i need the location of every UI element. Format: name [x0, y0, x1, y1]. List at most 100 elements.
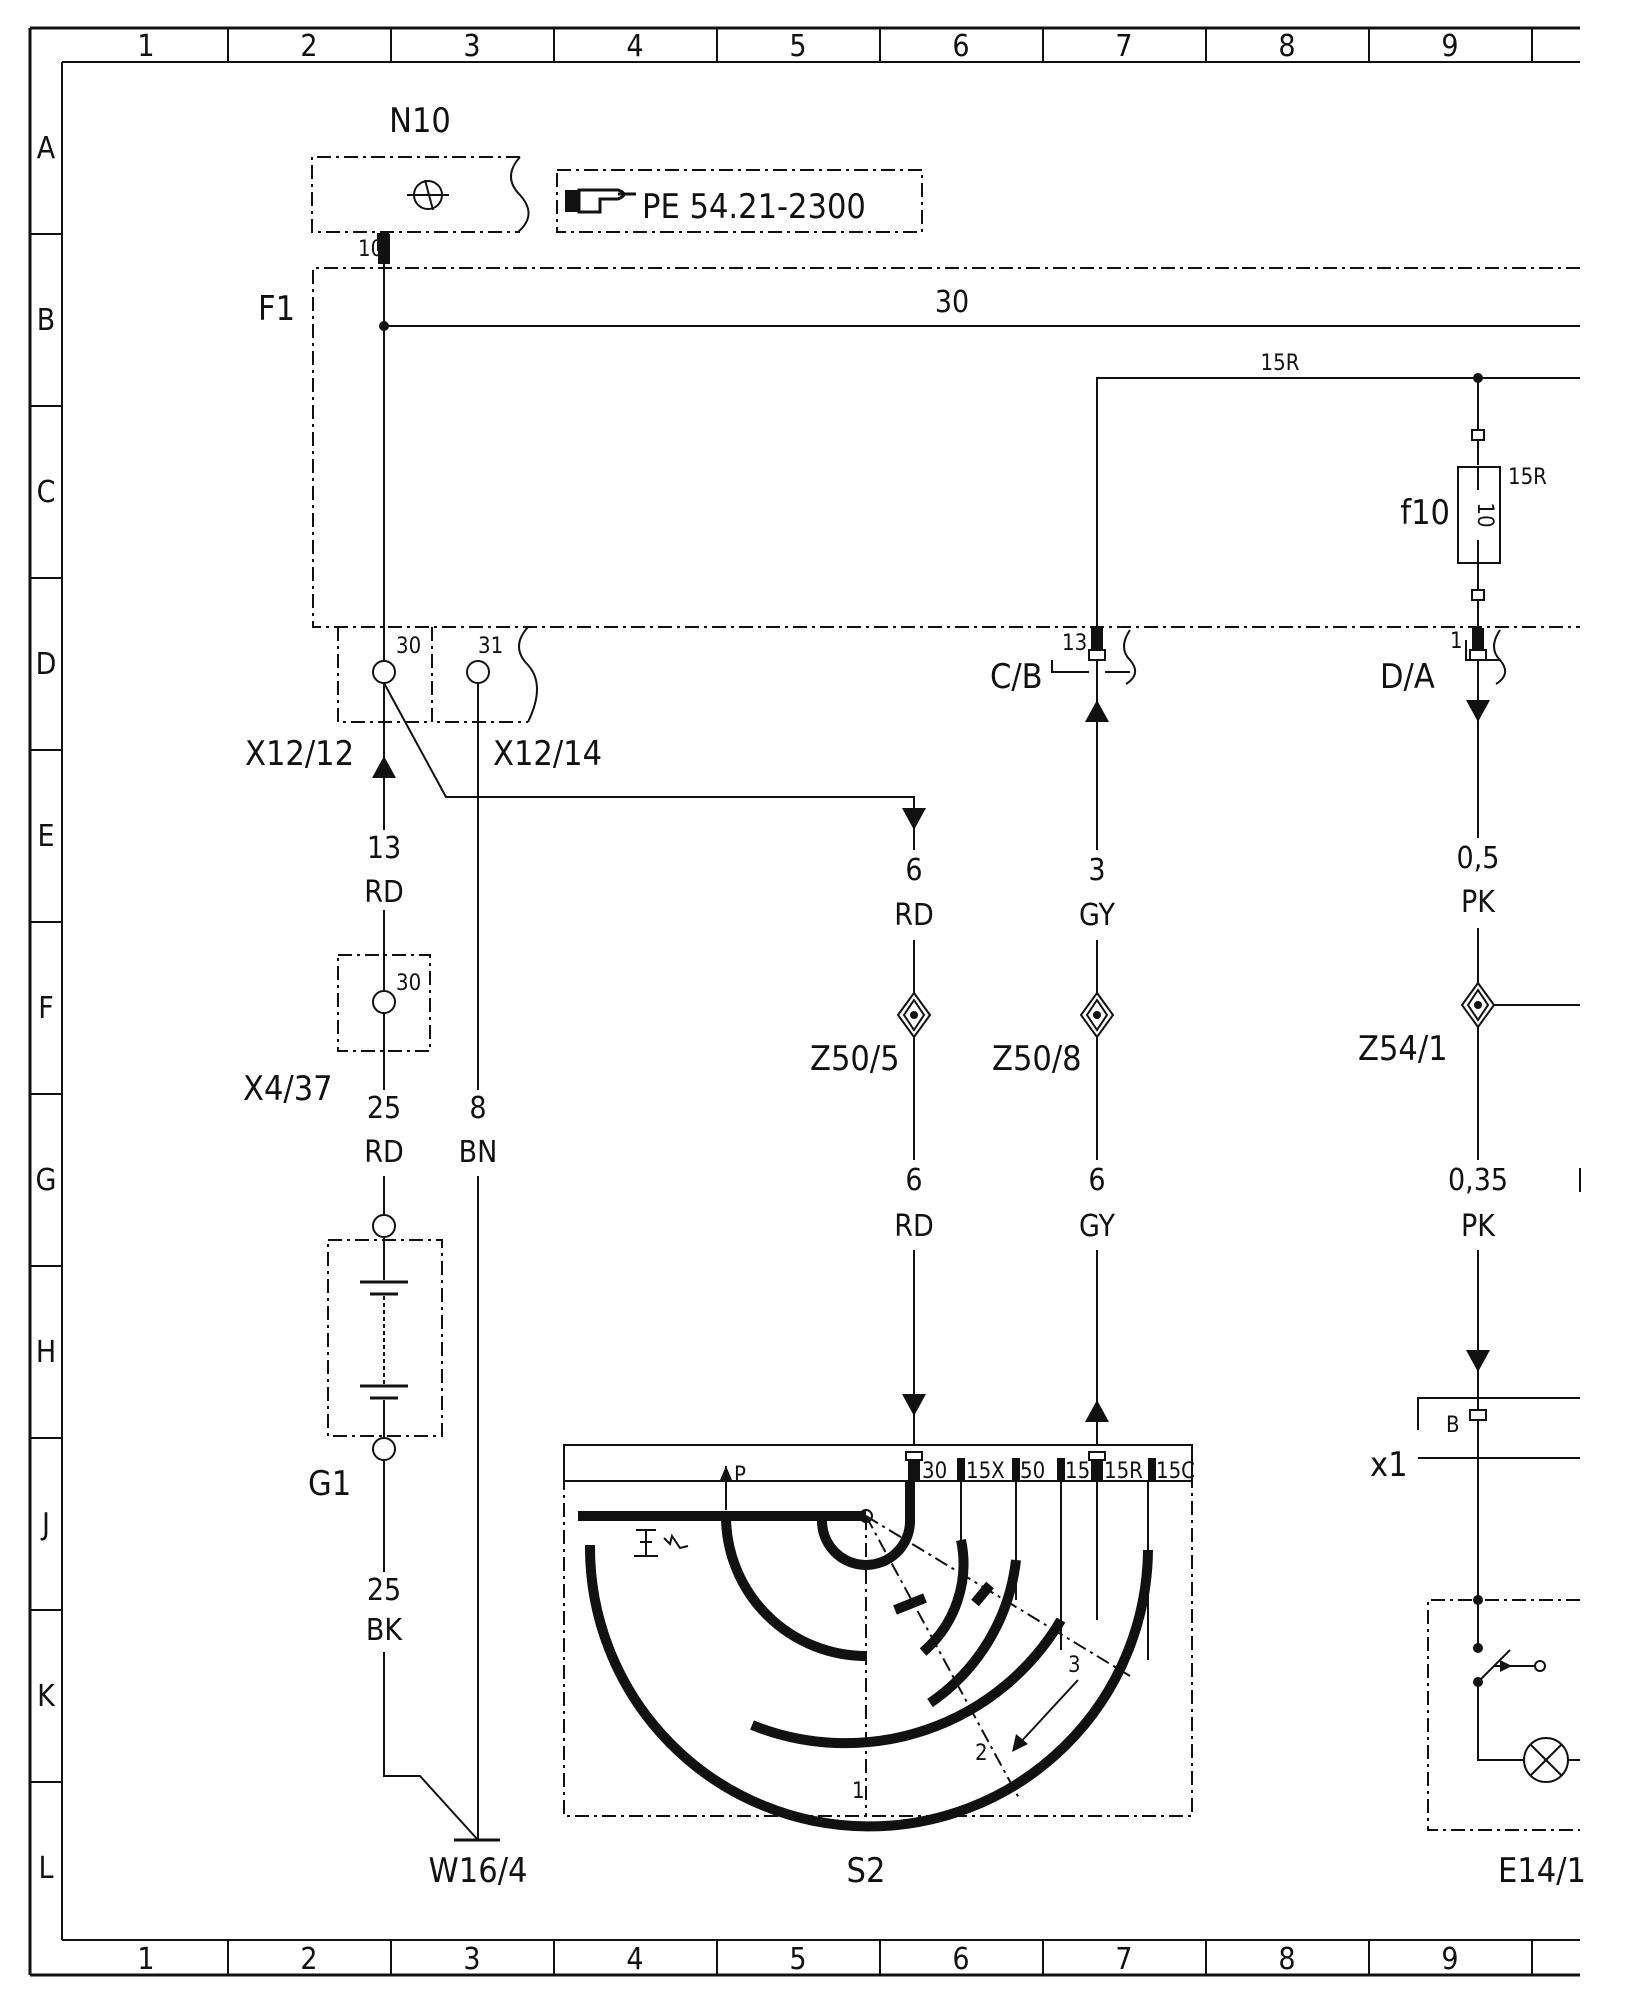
fuse-f10-tag: 15R — [1508, 465, 1547, 490]
col-label-4: 4 — [626, 29, 643, 64]
f1-label: F1 — [258, 289, 295, 329]
s2-terminal-30: 30 — [922, 1459, 947, 1484]
x12-pin-30: 30 — [396, 634, 421, 659]
grid-columns-bottom: 1 2 3 4 5 6 7 8 9 — [137, 1940, 1533, 1977]
wire-13-size-label: 13 — [367, 831, 401, 866]
pointing-hand-icon — [565, 188, 636, 214]
s2-ignition-switch: 30 15X 50 15 15R 15C P 1 2 3 — [563, 1444, 1195, 1891]
col-label-6-bottom: 6 — [952, 1942, 969, 1977]
x4-pin-30: 30 — [396, 971, 421, 996]
x4-37-connector: 30 X4/37 — [243, 954, 431, 1109]
fuse-f10-label: f10 — [1400, 493, 1450, 533]
col-label-9: 9 — [1441, 29, 1458, 64]
col-label-8-bottom: 8 — [1278, 1942, 1295, 1977]
x1-connector: B x1 — [1370, 1397, 1580, 1485]
x1-pin-b: B — [1446, 1413, 1460, 1438]
wire-3gy-size: 3 — [1088, 853, 1105, 888]
wire-05pk-size: 0,5 — [1457, 841, 1500, 876]
row-label-c: C — [37, 475, 56, 510]
da-label: D/A — [1380, 657, 1435, 697]
x12-14-label: X12/14 — [493, 734, 602, 774]
wire-x12-s2 — [383, 682, 915, 1445]
row-label-f: F — [38, 991, 54, 1026]
col-label-5: 5 — [789, 29, 806, 64]
z54-1-splice: Z54/1 — [1358, 981, 1580, 1069]
f1-fusebox: F1 30 15R 10 f10 15R — [258, 267, 1580, 644]
z54-1-label: Z54/1 — [1358, 1029, 1448, 1069]
wire-6rd-bot-color: RD — [894, 1209, 934, 1244]
da-pin-1: 1 — [1450, 629, 1463, 654]
grid-columns-top: 1 2 3 4 5 6 7 8 9 — [137, 28, 1533, 64]
col-label-3-bottom: 3 — [463, 1942, 480, 1977]
row-label-j: J — [40, 1507, 50, 1542]
row-label-b: B — [37, 303, 56, 338]
ground-w16-4: W16/4 — [429, 1838, 528, 1891]
row-label-g: G — [36, 1163, 57, 1198]
e14-1-lamp: E14/1 — [1427, 1595, 1586, 1891]
s2-position-2: 2 — [975, 1741, 988, 1766]
col-label-5-bottom: 5 — [789, 1942, 806, 1977]
bus-30-label: 30 — [935, 285, 969, 320]
wire-6rd-bot-size: 6 — [905, 1163, 922, 1198]
s2-position-3: 3 — [1068, 1653, 1081, 1678]
key-lock-icon — [634, 1529, 689, 1557]
s2-position-1: 1 — [852, 1779, 865, 1804]
wire-25bk-color: BK — [366, 1613, 404, 1648]
w16-4-label: W16/4 — [429, 1851, 528, 1891]
wire-6gy-color: GY — [1079, 1209, 1115, 1244]
bus-15r-label: 15R — [1261, 351, 1300, 376]
s2-terminal-15c: 15C — [1156, 1459, 1195, 1484]
x12-connector: 30 31 X12/12 X12/14 — [245, 626, 602, 774]
x4-37-label: X4/37 — [243, 1069, 333, 1109]
row-label-h: H — [36, 1335, 56, 1370]
col-label-4-bottom: 4 — [626, 1942, 643, 1977]
col-label-2: 2 — [300, 29, 317, 64]
wire-6rd-top-color: RD — [894, 898, 934, 933]
wire-035pk-size: 0,35 — [1448, 1163, 1508, 1198]
g1-battery: G1 — [308, 1214, 443, 1504]
col-label-1: 1 — [137, 29, 154, 64]
z50-5-label: Z50/5 — [810, 1039, 900, 1079]
row-label-e: E — [37, 819, 54, 854]
x12-pin-31: 31 — [478, 634, 503, 659]
col-label-8: 8 — [1278, 29, 1295, 64]
g1-label: G1 — [308, 1464, 351, 1504]
wire-05pk-color: PK — [1461, 885, 1496, 920]
col-label-7: 7 — [1115, 29, 1132, 64]
row-label-d: D — [36, 647, 57, 682]
wire-3gy-color: GY — [1079, 898, 1115, 933]
row-label-l: L — [38, 1851, 53, 1886]
z50-8-label: Z50/8 — [992, 1039, 1082, 1079]
bus-15r — [1096, 377, 1580, 644]
s2-p-label: P — [734, 1463, 746, 1488]
reference-text: PE 54.21-2300 — [642, 187, 866, 227]
n10-label: N10 — [389, 101, 451, 141]
row-label-a: A — [37, 131, 56, 166]
s2-terminal-15r: 15R — [1104, 1459, 1143, 1484]
wire-25bk-size: 25 — [367, 1573, 401, 1608]
reference-box: PE 54.21-2300 — [556, 169, 923, 233]
z50-5-splice: Z50/5 — [810, 991, 932, 1079]
wire-13-color-label: RD — [364, 875, 404, 910]
x1-label: x1 — [1370, 1445, 1408, 1485]
s2-terminal-15: 15 — [1065, 1459, 1090, 1484]
s2-label: S2 — [847, 1851, 886, 1891]
cb-pin-13: 13 — [1062, 631, 1087, 656]
col-label-7-bottom: 7 — [1115, 1942, 1132, 1977]
fuse-f10-value: 10 — [1472, 502, 1497, 527]
wire-8-color: BN — [459, 1135, 498, 1170]
col-label-1-bottom: 1 — [137, 1942, 154, 1977]
wire-8-size: 8 — [469, 1091, 486, 1126]
z50-8-splice: Z50/8 — [992, 991, 1115, 1079]
wire-6gy-size: 6 — [1088, 1163, 1105, 1198]
s2-terminal-50: 50 — [1020, 1459, 1045, 1484]
cb-label: C/B — [990, 657, 1043, 697]
col-label-6: 6 — [952, 29, 969, 64]
col-label-9-bottom: 9 — [1441, 1942, 1458, 1977]
e14-1-label: E14/1 — [1498, 1851, 1586, 1891]
s2-terminal-15x: 15X — [966, 1459, 1005, 1484]
wire-6rd-top-size: 6 — [905, 853, 922, 888]
col-label-2-bottom: 2 — [300, 1942, 317, 1977]
wire-25rd-size: 25 — [367, 1091, 401, 1126]
